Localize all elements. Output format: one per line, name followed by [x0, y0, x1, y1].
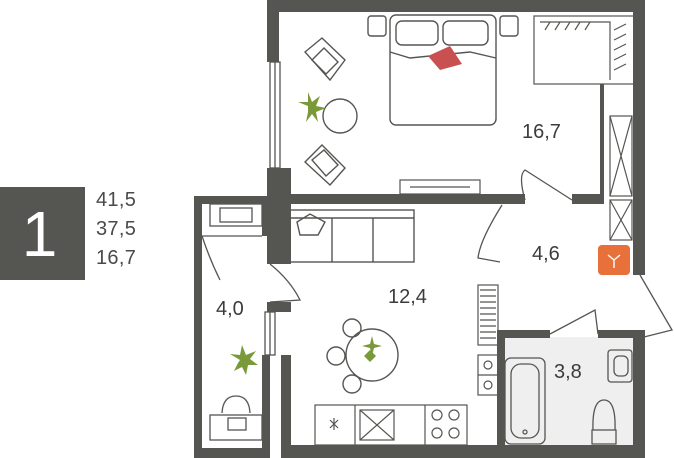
windows	[209, 61, 281, 356]
pillow	[428, 46, 462, 70]
armchairs	[303, 37, 346, 186]
walls	[194, 0, 645, 458]
tv-stand	[399, 179, 481, 195]
plant-icon	[362, 336, 382, 362]
area-summary: 41,5 37,5 16,7	[96, 186, 136, 273]
doors	[201, 169, 673, 339]
sink	[607, 349, 633, 383]
wardrobe-top	[533, 15, 635, 85]
bathroom-floor	[502, 337, 640, 445]
sofa	[289, 209, 415, 263]
desk-chair	[209, 395, 263, 441]
shelving	[477, 284, 499, 396]
wardrobe-right	[609, 115, 633, 241]
hall-area-label: 4,6	[532, 243, 560, 265]
plant-icon	[298, 92, 326, 122]
hanger-icon	[607, 254, 621, 268]
bedroom-area-label: 16,7	[522, 121, 561, 143]
total-area: 41,5	[96, 189, 137, 211]
bathtub	[504, 357, 546, 445]
bed	[367, 14, 519, 126]
side-table	[322, 98, 358, 134]
rooms-count-badge: 1	[0, 187, 85, 280]
rooms-count: 1	[21, 197, 58, 270]
loggia-area-label: 4,0	[216, 298, 244, 320]
living-area: 37,5	[96, 218, 137, 240]
bathroom-area-label: 3,8	[554, 361, 582, 383]
bedroom-area: 16,7	[96, 247, 137, 269]
toilet	[591, 399, 617, 445]
dining-set	[326, 318, 399, 394]
plant-icon	[230, 345, 258, 375]
kitchen-counter	[314, 404, 468, 446]
kitchen-living-area-label: 12,4	[388, 286, 427, 308]
